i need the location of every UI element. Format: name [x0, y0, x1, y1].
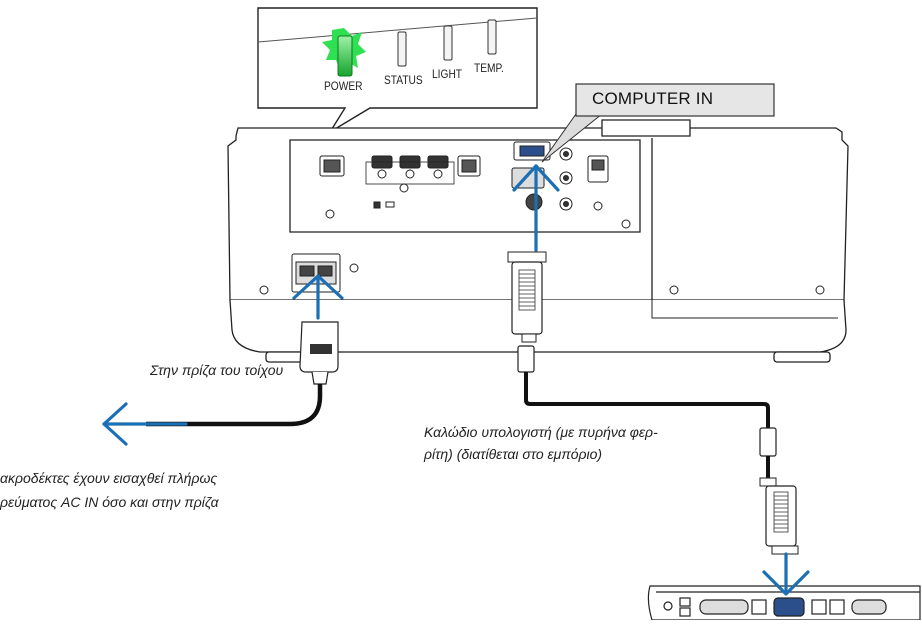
arrow-to-wall-outlet-icon: [102, 402, 188, 446]
temp-indicator-label: TEMP.: [474, 61, 504, 75]
temp-led-icon: [487, 19, 497, 55]
arrows: [102, 164, 810, 596]
arrow-into-computer-in-icon: [512, 164, 560, 252]
light-indicator-label: LIGHT: [432, 67, 463, 81]
power-led-icon: [322, 28, 366, 77]
arrow-into-ac-inlet-icon: [292, 274, 344, 320]
note-caption-line2: ρεύματος AC IN όσο και στην πρίζα: [0, 494, 219, 510]
light-led-icon: [443, 25, 453, 61]
computer-in-label: COMPUTER IN: [592, 89, 714, 108]
computer-cable: [507, 251, 799, 555]
power-indicator-label: POWER: [324, 79, 363, 93]
cable-caption-line1: Καλώδιο υπολογιστή (με πυρήνα φερ-: [424, 424, 658, 440]
ac-inlet: [259, 253, 825, 295]
indicator-panel: [257, 7, 538, 133]
wall-outlet-caption: Στην πρίζα του τοίχου: [150, 362, 284, 378]
arrow-into-laptop-icon: [762, 552, 810, 596]
note-caption-line1: ακροδέκτες έχουν εισαχθεί πλήρως: [0, 470, 218, 486]
power-cord: [146, 321, 339, 427]
cable-caption-line2: ρίτη) (διατίθεται στο εμπόριο): [424, 446, 603, 462]
status-indicator-label: STATUS: [384, 73, 423, 87]
status-led-icon: [397, 31, 407, 67]
computer-in-callout: [541, 83, 775, 163]
